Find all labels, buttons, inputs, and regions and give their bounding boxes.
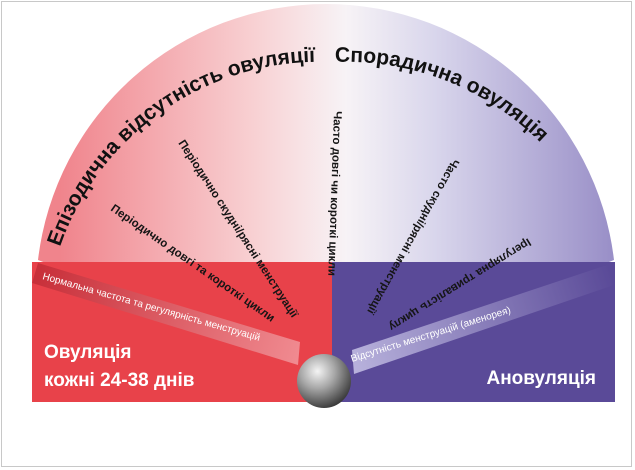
normal-frequency-band [32, 263, 300, 365]
pivot-ball [297, 354, 351, 408]
ovulation-label: Овуляція [44, 342, 132, 363]
ray-label-3: Часто довгі чи короткі цикли [325, 111, 343, 276]
amenorrhea-band [352, 264, 614, 374]
anovulation-label: Ановуляція [486, 368, 596, 389]
ovulation-interval-label: кожні 24-38 днів [44, 370, 195, 391]
